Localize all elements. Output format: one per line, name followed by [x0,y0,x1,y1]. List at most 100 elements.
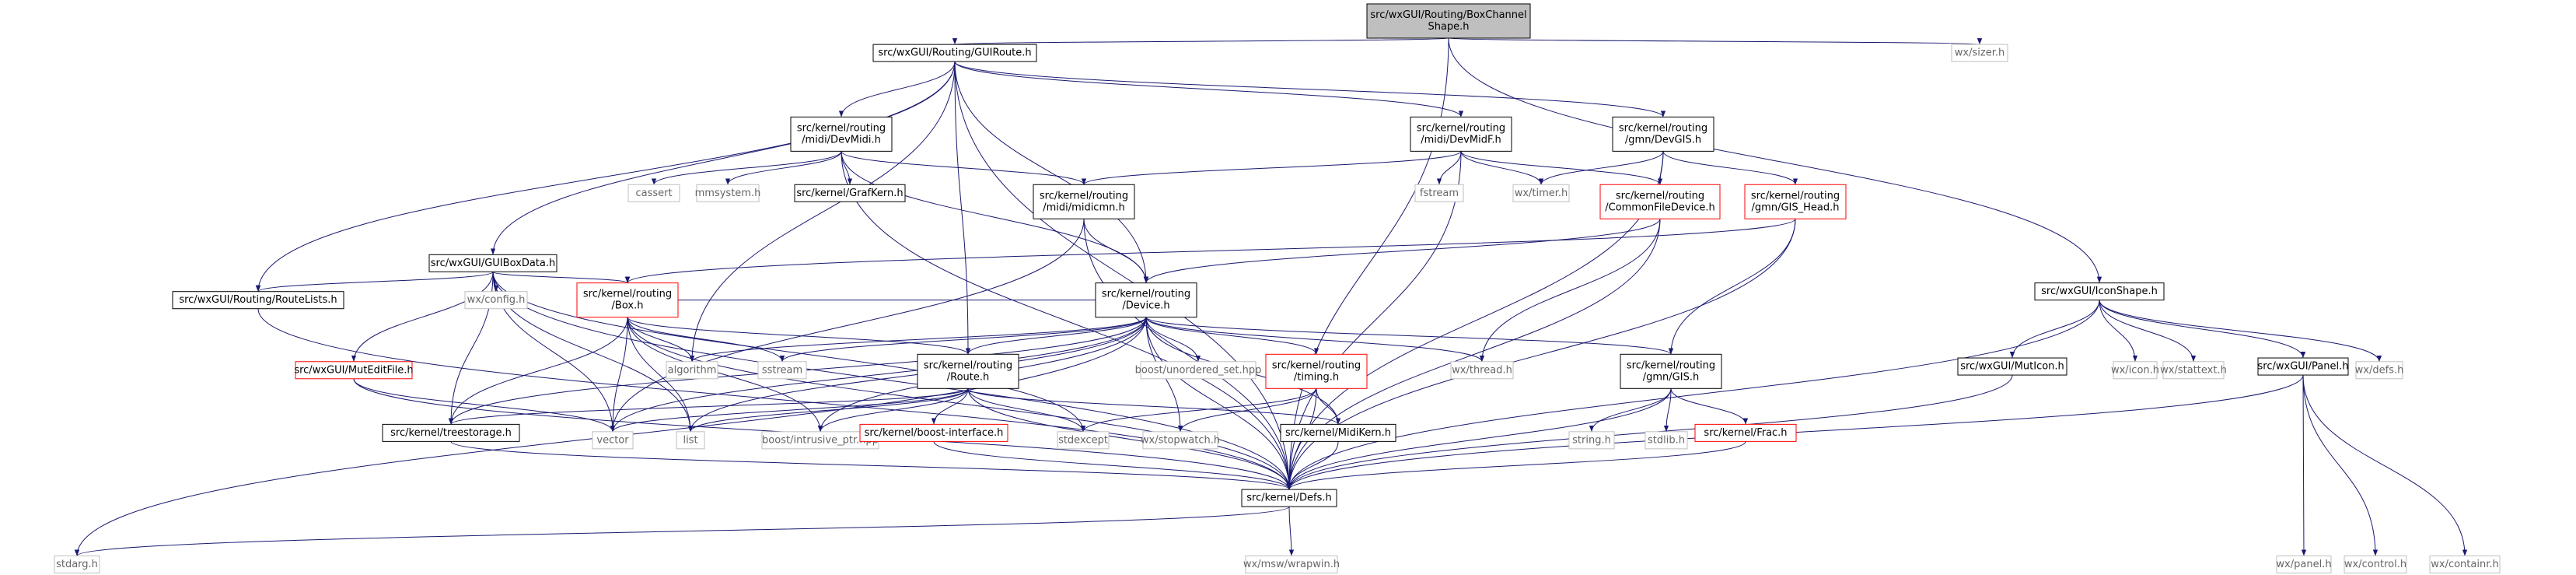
node-src-kernel-routing-timing-h[interactable]: src/kernel/routing/timing.h [1265,353,1368,389]
edge-box-to-route [627,317,971,355]
node-label: wx/defs.h [2355,364,2404,376]
node-wx-stattext-h: wx/stattext.h [2160,361,2227,380]
node-wx-control-h: wx/control.h [2344,555,2407,573]
edge-route-to-boostif [931,388,969,425]
node-src-wxgui-panel-h[interactable]: src/wxGUI/Panel.h [2257,357,2349,376]
node-string-h: string.h [1568,431,1615,450]
node-src-wxgui-muteditfile-h[interactable]: src/wxGUI/MutEditFile.h [294,361,414,380]
node-box [696,184,760,202]
edge-iconshape-to-stattext [2099,300,2197,362]
node-label: src/kernel/routing [924,359,1012,371]
node-box [1033,184,1135,219]
node-label: mmsystem.h [695,188,761,199]
edge-device-to-gis [1145,317,1673,355]
node-label: wx/timer.h [1515,188,1568,199]
node-wx-config-h: wx/config.h [464,291,528,310]
edge-midicmn-to-vector [610,219,1085,432]
node-src-kernel-routing-route-h[interactable]: src/kernel/routing/Route.h [917,353,1019,389]
edge-guiroute-to-routelists [255,61,956,292]
edge-devmidi-to-defs [841,151,1292,490]
node-fstream: fstream [1414,184,1464,202]
node-box [2344,555,2407,573]
node-src-wxgui-muticon-h[interactable]: src/wxGUI/MutIcon.h [1957,357,2067,376]
node-wx-timer-h: wx/timer.h [1512,184,1570,202]
edge-route-to-vector [610,388,969,433]
node-label: src/kernel/boost-interface.h [865,427,1004,439]
edge-guiroute-to-devmidi [838,61,956,117]
node-label: wx/sizer.h [1955,47,2005,59]
node-label: stdlib.h [1648,434,1685,446]
edge-devgis-to-wxtimer [1538,151,1664,185]
edge-iconshape-to-wxicon [2099,300,2138,362]
edge-panel-to-wxcontainr [2302,375,2468,556]
edge-box-to-algorithm [627,317,695,362]
node-sstream: sstream [757,361,807,380]
node-box [1450,361,1514,380]
edge-device-to-wxthread [1145,317,1485,362]
node-src-kernel-routing-gmn-gis-h[interactable]: src/kernel/routing/gmn/GIS.h [1620,353,1722,389]
node-label: src/kernel/routing [1616,190,1704,202]
node-box [2276,555,2332,573]
node-src-wxgui-routing-routelists-h[interactable]: src/wxGUI/Routing/RouteLists.h [172,291,344,310]
edge-guiroute-to-devmidif [954,61,1464,117]
edge-gishead-to-gis [1668,219,1796,355]
node-label: wx/stattext.h [2160,364,2227,376]
node-box [1366,3,1531,39]
node-src-kernel-routing-device-h[interactable]: src/kernel/routing/Device.h [1095,282,1197,318]
node-wx-icon-h: wx/icon.h [2111,361,2159,380]
node-box [382,423,520,442]
edge-gis-to-frac [1670,388,1749,425]
node-vector: vector [592,431,634,450]
edge-box-to-list [627,317,694,432]
node-label: src/wxGUI/MutEditFile.h [294,364,413,376]
node-box [172,291,344,310]
node-label: /CommonFileDevice.h [1605,202,1715,213]
node-src-kernel-routing-commonfiledevice-h[interactable]: src/kernel/routing/CommonFileDevice.h [1599,184,1721,219]
node-src-kernel-frac-h[interactable]: src/kernel/Frac.h [1694,423,1797,442]
node-src-kernel-routing-gmn-devgis-h[interactable]: src/kernel/routing/gmn/DevGIS.h [1612,116,1714,152]
node-src-wxgui-iconshape-h[interactable]: src/wxGUI/IconShape.h [2034,282,2165,301]
node-src-kernel-routing-gmn-gis-head-h[interactable]: src/kernel/routing/gmn/GIS_Head.h [1744,184,1847,219]
node-src-wxgui-routing-guiroute-h[interactable]: src/wxGUI/Routing/GUIRoute.h [872,44,1037,62]
node-label: src/kernel/GrafKern.h [796,188,903,199]
edge-gishead-to-box [625,218,1796,284]
node-label: /gmn/DevGIS.h [1625,134,1701,146]
node-src-kernel-routing-midi-devmidi-h[interactable]: src/kernel/routing/midi/DevMidi.h [790,116,893,152]
node-box [1645,431,1688,450]
node-label: wx/thread.h [1452,364,1512,376]
node-box [627,184,680,202]
node-src-kernel-treestorage-h[interactable]: src/kernel/treestorage.h [382,423,520,442]
node-src-kernel-routing-box-h[interactable]: src/kernel/routing/Box.h [576,282,679,318]
node-label: /timing.h [1294,371,1339,383]
edge-midicmn-to-defs [1083,219,1292,490]
edge-device-to-unordered [1145,317,1201,362]
node-src-wxgui-guiboxdata-h[interactable]: src/wxGUI/GUIBoxData.h [428,254,557,272]
node-label: stdarg.h [56,559,98,570]
node-box [1095,282,1197,318]
edge-box-to-sstream [627,317,785,362]
edge-route-to-midikern [967,387,1341,425]
node-box [859,423,1008,442]
node-box [1957,357,2067,376]
node-box [1744,184,1847,219]
edge-midikern-to-defs [1286,441,1339,490]
node-label: /midi/midicmn.h [1043,202,1124,213]
node-src-kernel-grafkern-h[interactable]: src/kernel/GrafKern.h [794,184,906,202]
node-src-kernel-midikern-h[interactable]: src/kernel/MidiKern.h [1280,423,1396,442]
node-box [1245,555,1338,573]
node-wx-sizer-h: wx/sizer.h [1951,44,2008,62]
node-label: src/kernel/routing [1272,359,1361,371]
node-box [1620,353,1722,389]
edge-timing-to-stopwatch [1177,388,1317,432]
node-box [917,353,1019,389]
node-src-kernel-defs-h[interactable]: src/kernel/Defs.h [1241,489,1337,507]
edge-device-to-algorithm [689,317,1147,363]
node-src-kernel-routing-midi-devmidf-h[interactable]: src/kernel/routing/midi/DevMidF.h [1410,116,1512,152]
edge-midicmn-to-device [1083,219,1149,283]
node-src-kernel-boost-interface-h[interactable]: src/kernel/boost-interface.h [859,423,1008,442]
node-src-kernel-routing-midi-midicmn-h[interactable]: src/kernel/routing/midi/midicmn.h [1033,184,1135,219]
node-stdarg-h: stdarg.h [54,555,100,573]
node-box [1599,184,1721,219]
edge-devmidif-to-wxtimer [1460,151,1544,185]
